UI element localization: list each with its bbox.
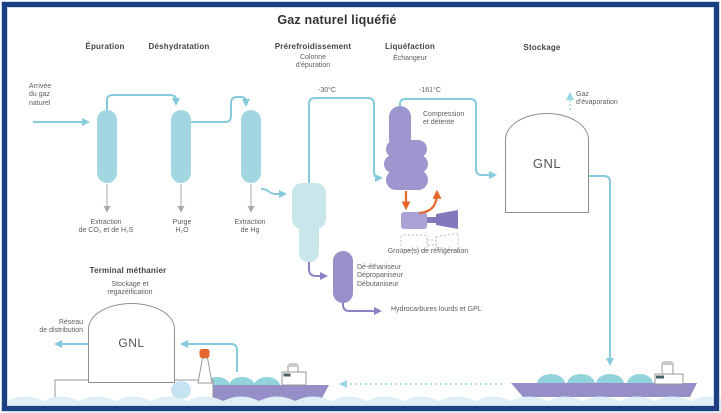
pipe-minus30-loop [308,97,383,184]
label-gas-arrival: Arrivée du gaz naturel [29,83,52,107]
stage-stockage: Stockage [523,43,561,52]
carrier-funnel-top [662,362,673,365]
stage-liquefaction: Liquéfaction [385,42,435,51]
docked-ship-windows [283,373,291,377]
wave-mound [171,381,191,399]
docked-ship-funnel-top [288,364,298,367]
purification-columns [97,110,261,183]
docked-lng-ship [204,363,329,402]
label-refrigeration-group: Groupe(s) de réfrigération [387,248,469,255]
stage-epuration: Épuration [85,42,125,51]
carrier-windows [656,375,664,379]
stage-deshydratation: Déshydratation [148,42,210,51]
terminal-storage-tank: GNL [88,303,175,383]
condensate-pipes [308,256,382,315]
refrigerant-return-arrow [418,189,442,215]
pipe-storage-to-ship [587,175,614,366]
carrier-hull [511,383,697,397]
pipe-hg-to-precooling [260,188,287,198]
lng-storage-tank-label: GNL [532,155,562,171]
lng-storage-tank: GNL [505,113,589,213]
label-heavy-hydrocarbons: Hydrocarbures lourds et GPL [391,306,482,313]
label-terminal-title: Terminal méthanier [89,266,167,275]
refrigeration-compressor [401,210,458,229]
lighthouse [197,349,213,384]
pipe-heavy-hydrocarbons [342,302,382,315]
label-extraction-co2: Extraction de CO₂ et de H₂S [78,219,134,235]
pipe-minus161-loop [399,98,497,179]
label-boiloff-gas: Gaz d'évaporation [576,91,618,107]
gas-pipes [33,94,614,372]
label-extraction-hg: Extraction de Hg [234,219,266,235]
heat-exchanger [384,106,428,190]
label-temp-minus161: -161°C [419,87,441,94]
diagram-title: Gaz naturel liquéfié [277,13,397,27]
label-stockage-regazeification: Stockage et regazéification [107,281,153,297]
refrigeration-compressor-ghost [400,232,459,252]
label-temp-minus30: -30°C [318,87,336,94]
pipe-deshydratation-to-hg [191,96,250,123]
terminal-tank-label: GNL [118,336,145,350]
label-purge-h2o: Purge H₂O [172,219,192,235]
label-fractionation-column: Dé-éthaniseur Dépropaniseur Débutaniseur [357,264,403,288]
precooling-column [292,183,326,262]
refrigerant-arrows [401,189,442,215]
extraction-arrows [103,184,255,213]
lng-carrier-ship [511,361,697,397]
lighthouse-lamp [199,349,210,358]
pipe-precooling-to-fractionation [308,256,328,280]
label-compression-detente: Compression et détente [423,111,465,127]
carrier-superstructure [654,373,684,385]
fractionation-column [333,251,353,303]
co2-column [97,110,117,183]
lighthouse-tower [197,357,213,384]
label-colonne-epuration: Colonne d'épuration [295,54,331,70]
stage-prerefroidissement: Prérefroidissement [274,42,352,51]
pipe-epuration-to-deshydratation [106,94,180,111]
label-echangeur: Échangeur [393,55,427,62]
dehydration-column [171,110,191,183]
mercury-column [241,110,261,183]
label-distribution-network: Réseau de distribution [39,319,83,335]
pipe-ship-to-terminal [180,340,238,372]
